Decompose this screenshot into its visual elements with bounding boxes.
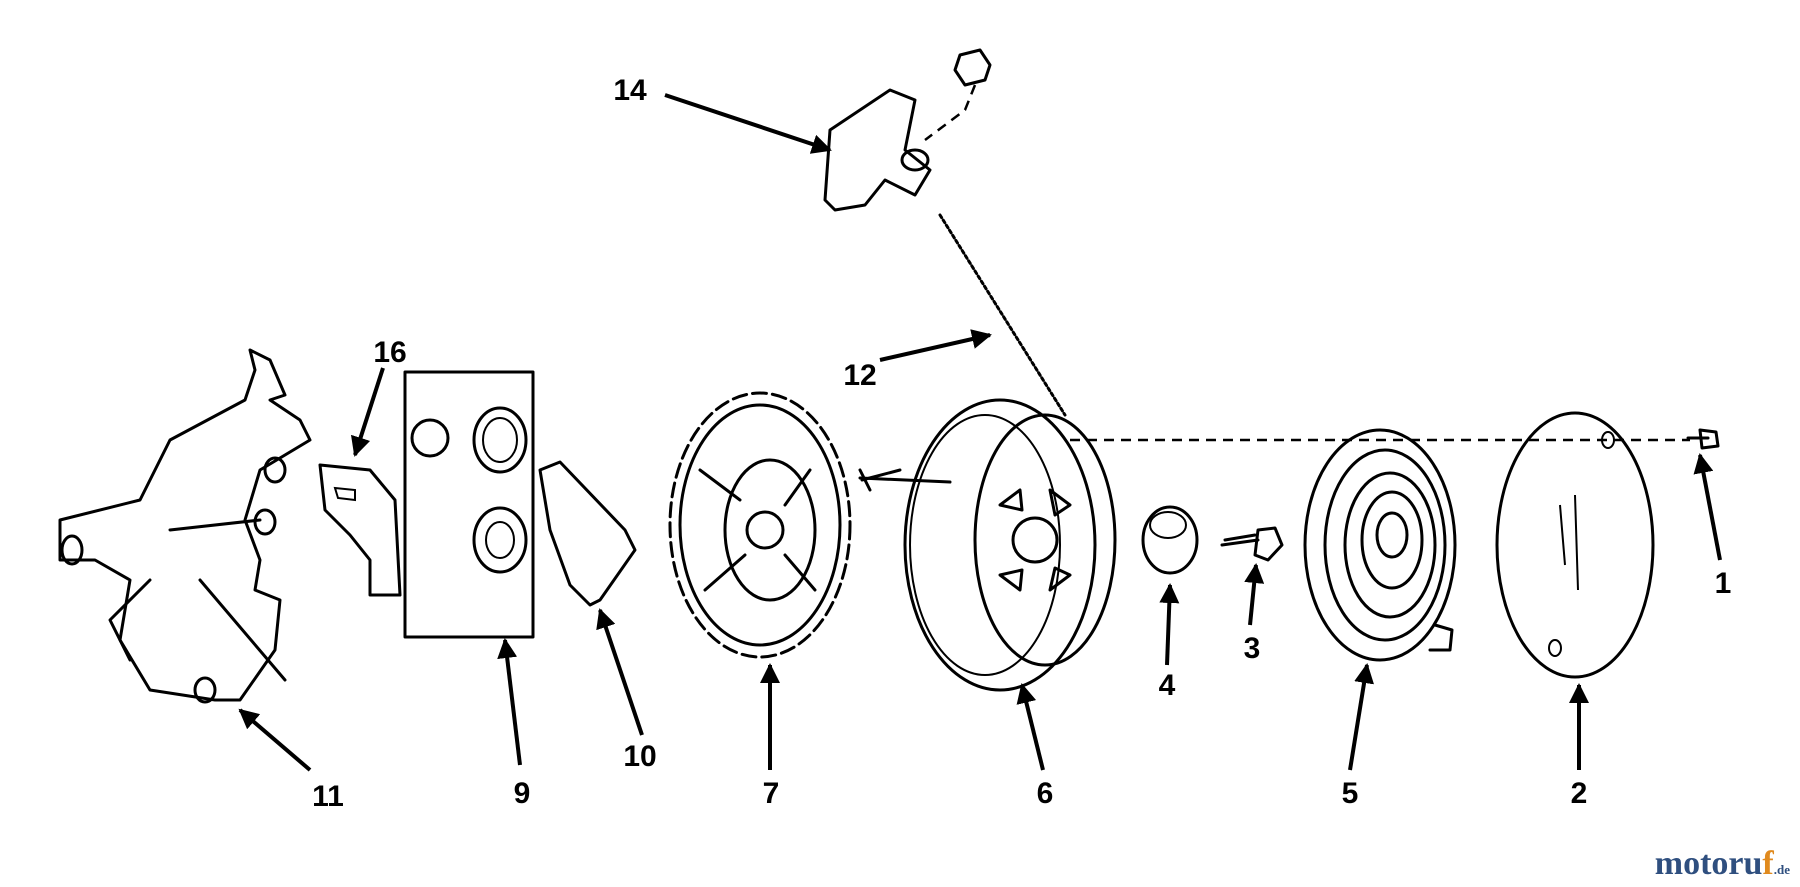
- arrow-10: [596, 608, 644, 736]
- callout-1: 1: [1715, 567, 1732, 600]
- part-12-starter-rope: [938, 213, 1067, 417]
- arrow-16: [350, 367, 385, 457]
- callout-14: 14: [613, 74, 647, 107]
- arrow-4: [1159, 583, 1180, 666]
- arrow-9: [497, 638, 522, 766]
- callout-labels: 14 16 12 11 9 10 7 6 4 3 5 2 1: [312, 74, 1731, 813]
- callout-4: 4: [1159, 669, 1176, 702]
- arrow-11: [238, 708, 312, 772]
- part-3-screw: [1220, 526, 1284, 562]
- callout-9: 9: [514, 777, 531, 810]
- callout-10: 10: [623, 740, 656, 773]
- arrow-12: [879, 329, 992, 362]
- callout-6: 6: [1037, 777, 1054, 810]
- callout-5: 5: [1342, 777, 1359, 810]
- part-7-ratchet-gear: [668, 391, 852, 659]
- part-2-cover-plate: [1495, 411, 1655, 679]
- callout-12: 12: [843, 359, 876, 392]
- callout-3: 3: [1244, 632, 1261, 665]
- arrow-5: [1348, 663, 1374, 771]
- arrow-1: [1693, 453, 1722, 561]
- part-16-cam-plate: [318, 463, 402, 597]
- callout-7: 7: [763, 777, 780, 810]
- arrow-14: [664, 93, 832, 154]
- callout-11: 11: [312, 780, 344, 813]
- part-5-recoil-spring: [1303, 428, 1457, 662]
- part-9-seal-card: [403, 370, 535, 639]
- arrow-6: [1016, 683, 1045, 771]
- part-1-small-screw: [1686, 428, 1720, 450]
- motoruf-watermark: motoruf.de: [1655, 845, 1790, 883]
- part-11-control-bracket: [58, 348, 312, 704]
- part-14-handle: [823, 48, 992, 212]
- callout-2: 2: [1571, 777, 1588, 810]
- arrow-3: [1244, 563, 1265, 626]
- watermark-main: motoru: [1654, 845, 1763, 882]
- part-4-bushing: [1141, 505, 1199, 575]
- watermark-accent: f: [1762, 845, 1774, 882]
- callout-16: 16: [373, 336, 406, 369]
- leader-arrows: [238, 93, 1722, 772]
- part-6-pulley: [858, 398, 1117, 692]
- watermark-suffix: .de: [1773, 862, 1790, 877]
- part-10-wire-spring: [538, 460, 637, 607]
